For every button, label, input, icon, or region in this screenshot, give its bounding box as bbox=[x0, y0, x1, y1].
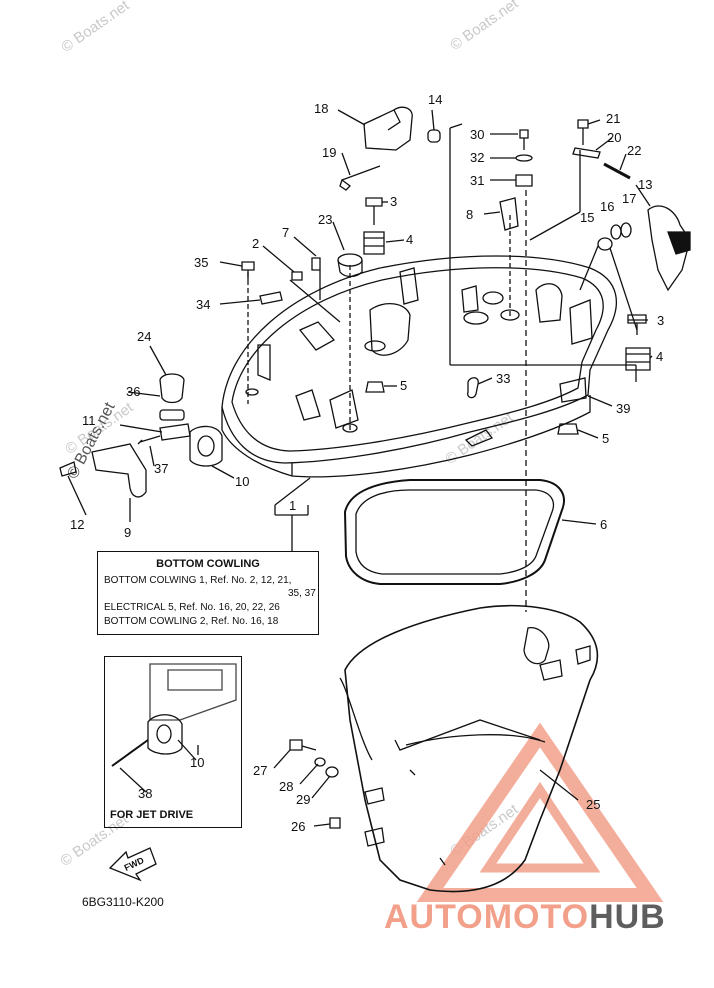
callout-39: 39 bbox=[616, 401, 631, 416]
callout-16: 16 bbox=[600, 199, 615, 214]
callout-3-right: 3 bbox=[657, 313, 665, 328]
automotohub-logo-icon bbox=[416, 722, 664, 902]
note-line: 35, 37 bbox=[288, 588, 316, 599]
callout-10-jet: 10 bbox=[190, 755, 205, 770]
callout-36: 36 bbox=[126, 384, 141, 399]
callout-28: 28 bbox=[279, 779, 294, 794]
callout-14: 14 bbox=[428, 92, 443, 107]
callout-15: 15 bbox=[580, 210, 595, 225]
automotohub-brand: AUTOMOTOHUB bbox=[384, 898, 666, 937]
callout-30: 30 bbox=[470, 127, 485, 142]
callout-17: 17 bbox=[622, 191, 637, 206]
callout-1: 1 bbox=[289, 498, 297, 513]
callout-20: 20 bbox=[607, 130, 622, 145]
callout-26: 26 bbox=[291, 819, 306, 834]
jet-drive-inset bbox=[104, 656, 242, 828]
callout-5: 5 bbox=[400, 378, 408, 393]
jet-drive-label: FOR JET DRIVE bbox=[110, 809, 194, 821]
callout-3: 3 bbox=[390, 194, 398, 209]
callout-38: 38 bbox=[138, 786, 153, 801]
callout-27: 27 bbox=[253, 763, 268, 778]
callout-13: 13 bbox=[638, 177, 653, 192]
brand-part2: HUB bbox=[589, 898, 666, 936]
callout-31: 31 bbox=[470, 173, 485, 188]
callout-6: 6 bbox=[600, 517, 608, 532]
callout-9: 9 bbox=[124, 525, 132, 540]
callout-21: 21 bbox=[606, 111, 621, 126]
bottom-cowling-note: BOTTOM COWLING BOTTOM COLWING 1, Ref. No… bbox=[97, 551, 319, 635]
callout-10: 10 bbox=[235, 474, 250, 489]
callout-23: 23 bbox=[318, 212, 333, 227]
callout-22: 22 bbox=[627, 143, 642, 158]
callout-32: 32 bbox=[470, 150, 485, 165]
fwd-arrow-icon bbox=[108, 847, 157, 882]
callout-4: 4 bbox=[406, 232, 414, 247]
callout-24: 24 bbox=[137, 329, 152, 344]
callout-29: 29 bbox=[296, 792, 311, 807]
note-line: BOTTOM COLWING 1, Ref. No. 2, 12, 21, bbox=[104, 575, 292, 586]
callout-19: 19 bbox=[322, 145, 337, 160]
note-line: BOTTOM COWLING 2, Ref. No. 16, 18 bbox=[104, 616, 279, 627]
callout-25: 25 bbox=[586, 797, 601, 812]
note-line: ELECTRICAL 5, Ref. No. 16, 20, 22, 26 bbox=[104, 602, 280, 613]
note-title: BOTTOM COWLING bbox=[156, 558, 260, 570]
callout-35: 35 bbox=[194, 255, 209, 270]
callout-5-right: 5 bbox=[602, 431, 610, 446]
callout-8: 8 bbox=[466, 207, 474, 222]
diagram-code: 6BG3110-K200 bbox=[82, 895, 164, 909]
callout-34: 34 bbox=[196, 297, 211, 312]
callout-2: 2 bbox=[252, 236, 260, 251]
brand-part1: AUTOMOTO bbox=[384, 898, 590, 936]
callout-4-right: 4 bbox=[656, 349, 664, 364]
callout-12: 12 bbox=[70, 517, 85, 532]
callout-18: 18 bbox=[314, 101, 329, 116]
callout-7: 7 bbox=[282, 225, 290, 240]
callout-11: 11 bbox=[82, 413, 96, 428]
callout-37: 37 bbox=[154, 461, 169, 476]
callout-33: 33 bbox=[496, 371, 511, 386]
